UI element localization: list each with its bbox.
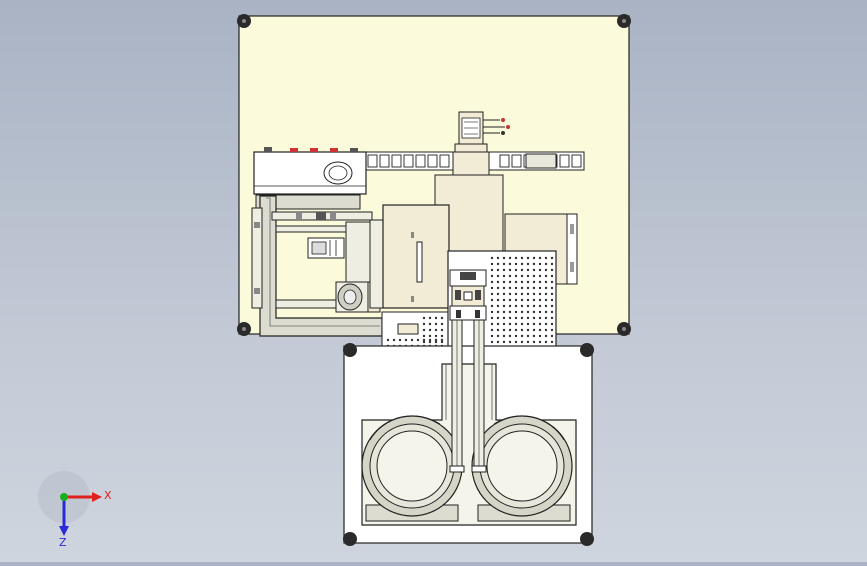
triad-z-label: Z xyxy=(59,536,67,549)
small-motor xyxy=(307,237,345,259)
coordinate-triad-icon: X Z xyxy=(38,471,112,549)
lower-foot-tl xyxy=(343,343,357,357)
nozzle-head xyxy=(449,269,487,321)
top-stepper-motor xyxy=(454,111,510,155)
push-plate xyxy=(369,204,450,309)
triad-x-label: X xyxy=(104,489,112,502)
vibratory-bowl-left xyxy=(361,415,463,517)
lower-foot-tr xyxy=(580,343,594,357)
lower-foot-bl xyxy=(343,532,357,546)
lower-foot-br xyxy=(580,532,594,546)
control-box xyxy=(253,147,367,195)
gauge-dial xyxy=(323,161,353,185)
vibratory-bowl-right xyxy=(471,415,573,517)
